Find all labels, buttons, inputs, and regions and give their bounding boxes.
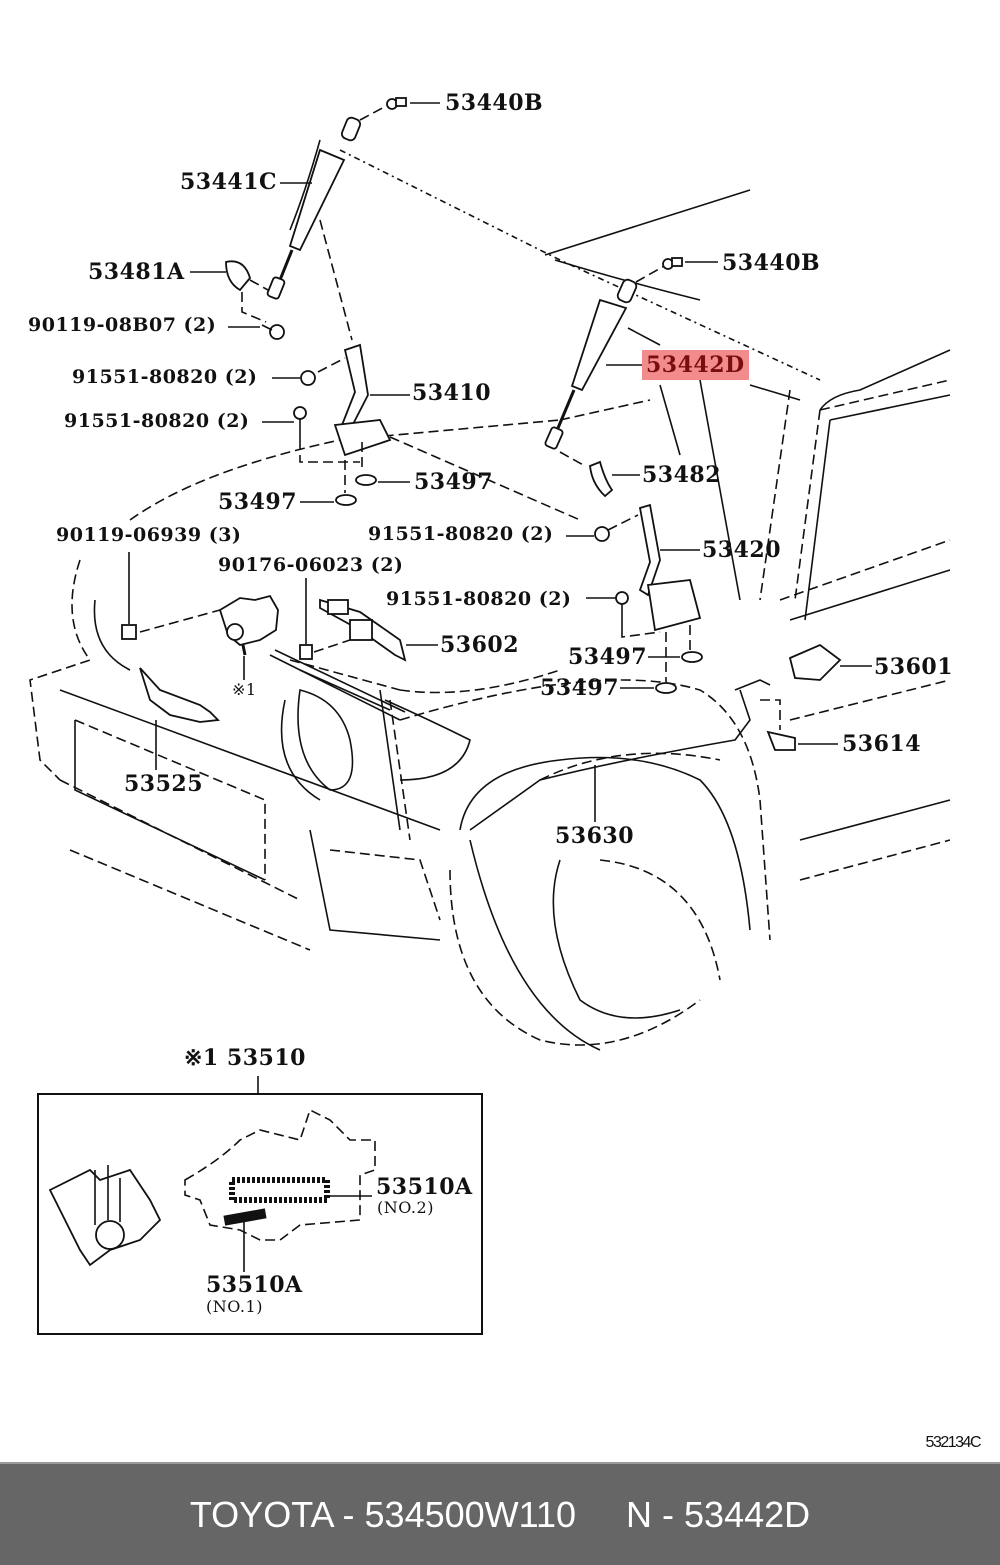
label-91551-80820-b[interactable]: 91551-80820 (2): [64, 410, 250, 432]
release-lever-53602: [319, 598, 407, 662]
label-91551-80820-a[interactable]: 91551-80820 (2): [72, 366, 258, 388]
release-cable-front: [269, 654, 401, 721]
label-53441C[interactable]: 53441C: [180, 169, 278, 195]
bolt-91551-80820-a: [300, 370, 316, 386]
hood-rear-line: [544, 189, 751, 256]
hood-support-right-53442D: [544, 278, 638, 450]
ball-stud-53440B-right: [662, 257, 683, 270]
ball-stud-53440B-left: [386, 97, 407, 110]
fender-line: [399, 679, 771, 941]
hood-edge-line: [339, 149, 821, 381]
label-53601[interactable]: 53601: [874, 654, 954, 680]
label-53481A[interactable]: 53481A: [88, 259, 185, 285]
release-cable-53630: [469, 689, 751, 831]
hood-front-line: [129, 419, 561, 521]
label-note-1: ※1: [232, 680, 257, 699]
label-53410[interactable]: 53410: [412, 380, 492, 406]
hood-support-left: [266, 116, 362, 300]
inset-frame: [37, 1093, 483, 1335]
washer-53497-b: [335, 494, 357, 506]
label-53602[interactable]: 53602: [440, 632, 520, 658]
hood-lock-release-53601: [788, 643, 842, 681]
diagram-reference-code: 532134C: [925, 1434, 982, 1451]
windshield-line: [819, 349, 951, 411]
label-53497-b[interactable]: 53497: [218, 489, 298, 515]
hood-bracket-53482: [589, 460, 614, 498]
washer-53497-d: [655, 682, 677, 694]
hood-bracket-53481A: [225, 260, 252, 292]
label-53440B-left[interactable]: 53440B: [445, 90, 544, 116]
label-53497-d[interactable]: 53497: [540, 675, 620, 701]
label-53497-c[interactable]: 53497: [568, 644, 648, 670]
bolt-91551-80820-d: [615, 591, 629, 630]
bolt-90119-08B07: [261, 324, 285, 340]
diagram-drawing: [29, 97, 951, 1335]
front-bumper-line: [29, 559, 92, 781]
label-53442D-highlighted[interactable]: 53442D: [642, 350, 749, 380]
label-53440B-right[interactable]: 53440B: [722, 250, 821, 276]
label-53525[interactable]: 53525: [124, 771, 204, 797]
label-90119-06939[interactable]: 90119-06939 (3): [56, 524, 242, 546]
label-90176-06023[interactable]: 90176-06023 (2): [218, 554, 404, 576]
label-53510A-no2[interactable]: 53510A: [376, 1174, 473, 1200]
label-53630[interactable]: 53630: [555, 823, 635, 849]
hood-hinge-53420: [638, 503, 702, 632]
spring-no2: [229, 1177, 330, 1203]
label-53510A-no1-note: (NO.1): [206, 1297, 263, 1316]
spring-no1: [223, 1208, 267, 1226]
latch-outline: [184, 1108, 376, 1241]
label-53420[interactable]: 53420: [702, 537, 782, 563]
hood-lock-support-53525: [139, 667, 220, 723]
label-53614[interactable]: 53614: [842, 731, 922, 757]
hood-lock-53510-detail: [48, 1165, 162, 1267]
hood-hinge-53410: [333, 343, 392, 457]
label-53510A-no2-note: (NO.2): [377, 1198, 434, 1217]
cable-support-53614: [766, 730, 796, 751]
cushion-90176-06023: [299, 644, 313, 660]
wheel-outline: [449, 869, 701, 1046]
footer-bar: TOYOTA - 534500W110 N - 53442D: [0, 1462, 1000, 1565]
label-91551-80820-c[interactable]: 91551-80820 (2): [368, 523, 554, 545]
washer-53497-a: [355, 474, 377, 486]
headlight-shape: [297, 689, 354, 791]
bolt-91551-80820-c: [594, 526, 610, 542]
label-53510[interactable]: ※1 53510: [184, 1045, 306, 1071]
nut-90119-06939: [121, 624, 137, 640]
label-90119-08B07[interactable]: 90119-08B07 (2): [28, 314, 217, 336]
label-53510A-no1[interactable]: 53510A: [206, 1272, 303, 1298]
footer-part-info: TOYOTA - 534500W110 N - 53442D: [189, 1493, 811, 1535]
parts-diagram: 53440B 53441C 53481A 90119-08B07 (2) 915…: [28, 90, 982, 1451]
hood-lock-assembly: [218, 594, 279, 656]
label-53497-a[interactable]: 53497: [414, 469, 494, 495]
bolt-91551-80820-b: [293, 406, 307, 440]
label-53482[interactable]: 53482: [642, 462, 722, 488]
label-91551-80820-d[interactable]: 91551-80820 (2): [386, 588, 572, 610]
washer-53497-c: [681, 651, 703, 663]
